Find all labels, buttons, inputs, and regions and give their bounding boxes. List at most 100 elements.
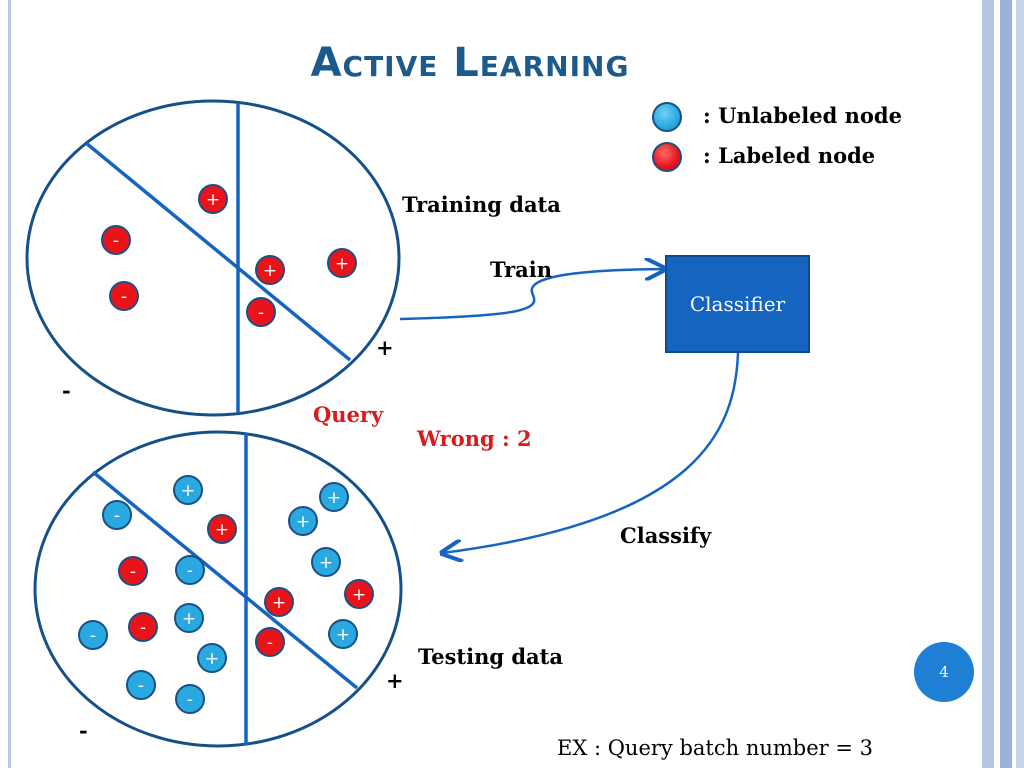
training-node-circle: [198, 184, 228, 214]
testing-node-circle: [319, 482, 349, 512]
training-node-labeled: +: [327, 248, 357, 278]
training-circle: [25, 99, 401, 417]
testing-node-sign: +: [215, 520, 229, 540]
testing-node-circle: [174, 603, 204, 633]
testing-node-circle: [328, 619, 358, 649]
testing-node-unlabeled: +: [319, 482, 349, 512]
slide-left-border: [8, 0, 11, 768]
query-label: Query: [313, 402, 384, 427]
training-node-labeled: -: [246, 297, 276, 327]
testing-node-circle: [207, 514, 237, 544]
testing-node-sign: +: [181, 481, 195, 501]
page-number: 4: [939, 663, 949, 681]
testing-node-unlabeled: +: [311, 547, 341, 577]
testing-node-unlabeled: -: [78, 620, 108, 650]
testing-node-circle: [344, 579, 374, 609]
training-diagonal-boundary: [84, 141, 352, 362]
testing-node-labeled: +: [264, 587, 294, 617]
bottom-minus-sign: -: [79, 718, 88, 743]
testing-node-labeled: -: [255, 627, 285, 657]
testing-nodes: ++-++--+++--+-++--: [78, 475, 374, 714]
training-node-labeled: +: [255, 255, 285, 285]
testing-node-circle: [311, 547, 341, 577]
testing-node-circle: [175, 684, 205, 714]
training-node-sign: -: [121, 287, 127, 307]
classifier-box: Classifier: [665, 255, 810, 353]
testing-node-sign: -: [267, 633, 273, 653]
testing-node-unlabeled: +: [173, 475, 203, 505]
classifier-label: Classifier: [689, 292, 786, 316]
classify-label: Classify: [620, 523, 712, 548]
testing-node-circle: [78, 620, 108, 650]
labeled-node-legend-label: : Labeled node: [703, 143, 876, 168]
slide-right-border: [978, 0, 1024, 768]
top-minus-sign: -: [62, 378, 71, 403]
bottom-plus-sign: +: [386, 668, 404, 693]
training-node-sign: +: [206, 190, 220, 210]
testing-node-circle: [128, 612, 158, 642]
testing-node-sign: +: [296, 512, 310, 532]
training-node-sign: -: [258, 303, 264, 323]
testing-node-sign: -: [187, 690, 193, 710]
testing-node-unlabeled: -: [175, 555, 205, 585]
train-arrow: [399, 269, 665, 321]
testing-node-unlabeled: +: [174, 603, 204, 633]
testing-node-labeled: -: [128, 612, 158, 642]
training-node-sign: +: [263, 261, 277, 281]
testing-node-labeled: -: [118, 556, 148, 586]
testing-node-sign: -: [187, 561, 193, 581]
training-node-labeled: +: [198, 184, 228, 214]
testing-node-sign: +: [327, 488, 341, 508]
testing-data-region: [33, 430, 403, 748]
training-node-labeled: -: [109, 281, 139, 311]
testing-node-unlabeled: -: [126, 670, 156, 700]
testing-node-circle: [102, 500, 132, 530]
testing-node-sign: -: [130, 562, 136, 582]
testing-node-sign: -: [138, 676, 144, 696]
testing-node-sign: +: [272, 593, 286, 613]
testing-node-unlabeled: +: [328, 619, 358, 649]
training-node-labeled: -: [101, 225, 131, 255]
testing-circle: [33, 430, 403, 748]
testing-node-sign: -: [140, 618, 146, 638]
top-plus-sign: +: [376, 335, 394, 360]
train-label: Train: [490, 257, 553, 282]
labeled-node-legend-icon: [652, 142, 682, 172]
training-node-circle: [327, 248, 357, 278]
testing-node-circle: [264, 587, 294, 617]
slide-title: Active Learning: [310, 40, 630, 86]
training-data-region: [25, 99, 401, 417]
testing-node-unlabeled: +: [288, 506, 318, 536]
testing-node-unlabeled: -: [175, 684, 205, 714]
testing-node-sign: +: [352, 585, 366, 605]
training-node-sign: +: [335, 254, 349, 274]
testing-node-sign: -: [90, 626, 96, 646]
testing-node-labeled: +: [344, 579, 374, 609]
testing-node-unlabeled: -: [102, 500, 132, 530]
testing-node-circle: [175, 555, 205, 585]
training-node-circle: [101, 225, 131, 255]
testing-data-label: Testing data: [418, 644, 563, 669]
testing-node-circle: [126, 670, 156, 700]
classify-arrow: [442, 352, 740, 553]
wrong-count-label: Wrong : 2: [417, 426, 532, 451]
training-nodes: + - + + - -: [101, 184, 357, 327]
testing-node-circle: [197, 643, 227, 673]
training-node-circle: [255, 255, 285, 285]
training-node-circle: [109, 281, 139, 311]
testing-node-labeled: +: [207, 514, 237, 544]
training-node-circle: [246, 297, 276, 327]
unlabeled-node-legend-label: : Unlabeled node: [703, 103, 902, 128]
testing-node-circle: [118, 556, 148, 586]
testing-node-sign: +: [182, 609, 196, 629]
training-data-label: Training data: [402, 192, 561, 217]
testing-node-circle: [255, 627, 285, 657]
testing-node-unlabeled: +: [197, 643, 227, 673]
testing-node-sign: -: [114, 506, 120, 526]
page-number-badge: 4: [914, 642, 974, 702]
query-batch-example: EX : Query batch number = 3: [557, 736, 873, 760]
testing-node-sign: +: [205, 649, 219, 669]
testing-diagonal-boundary: [91, 470, 359, 690]
training-node-sign: -: [113, 231, 119, 251]
